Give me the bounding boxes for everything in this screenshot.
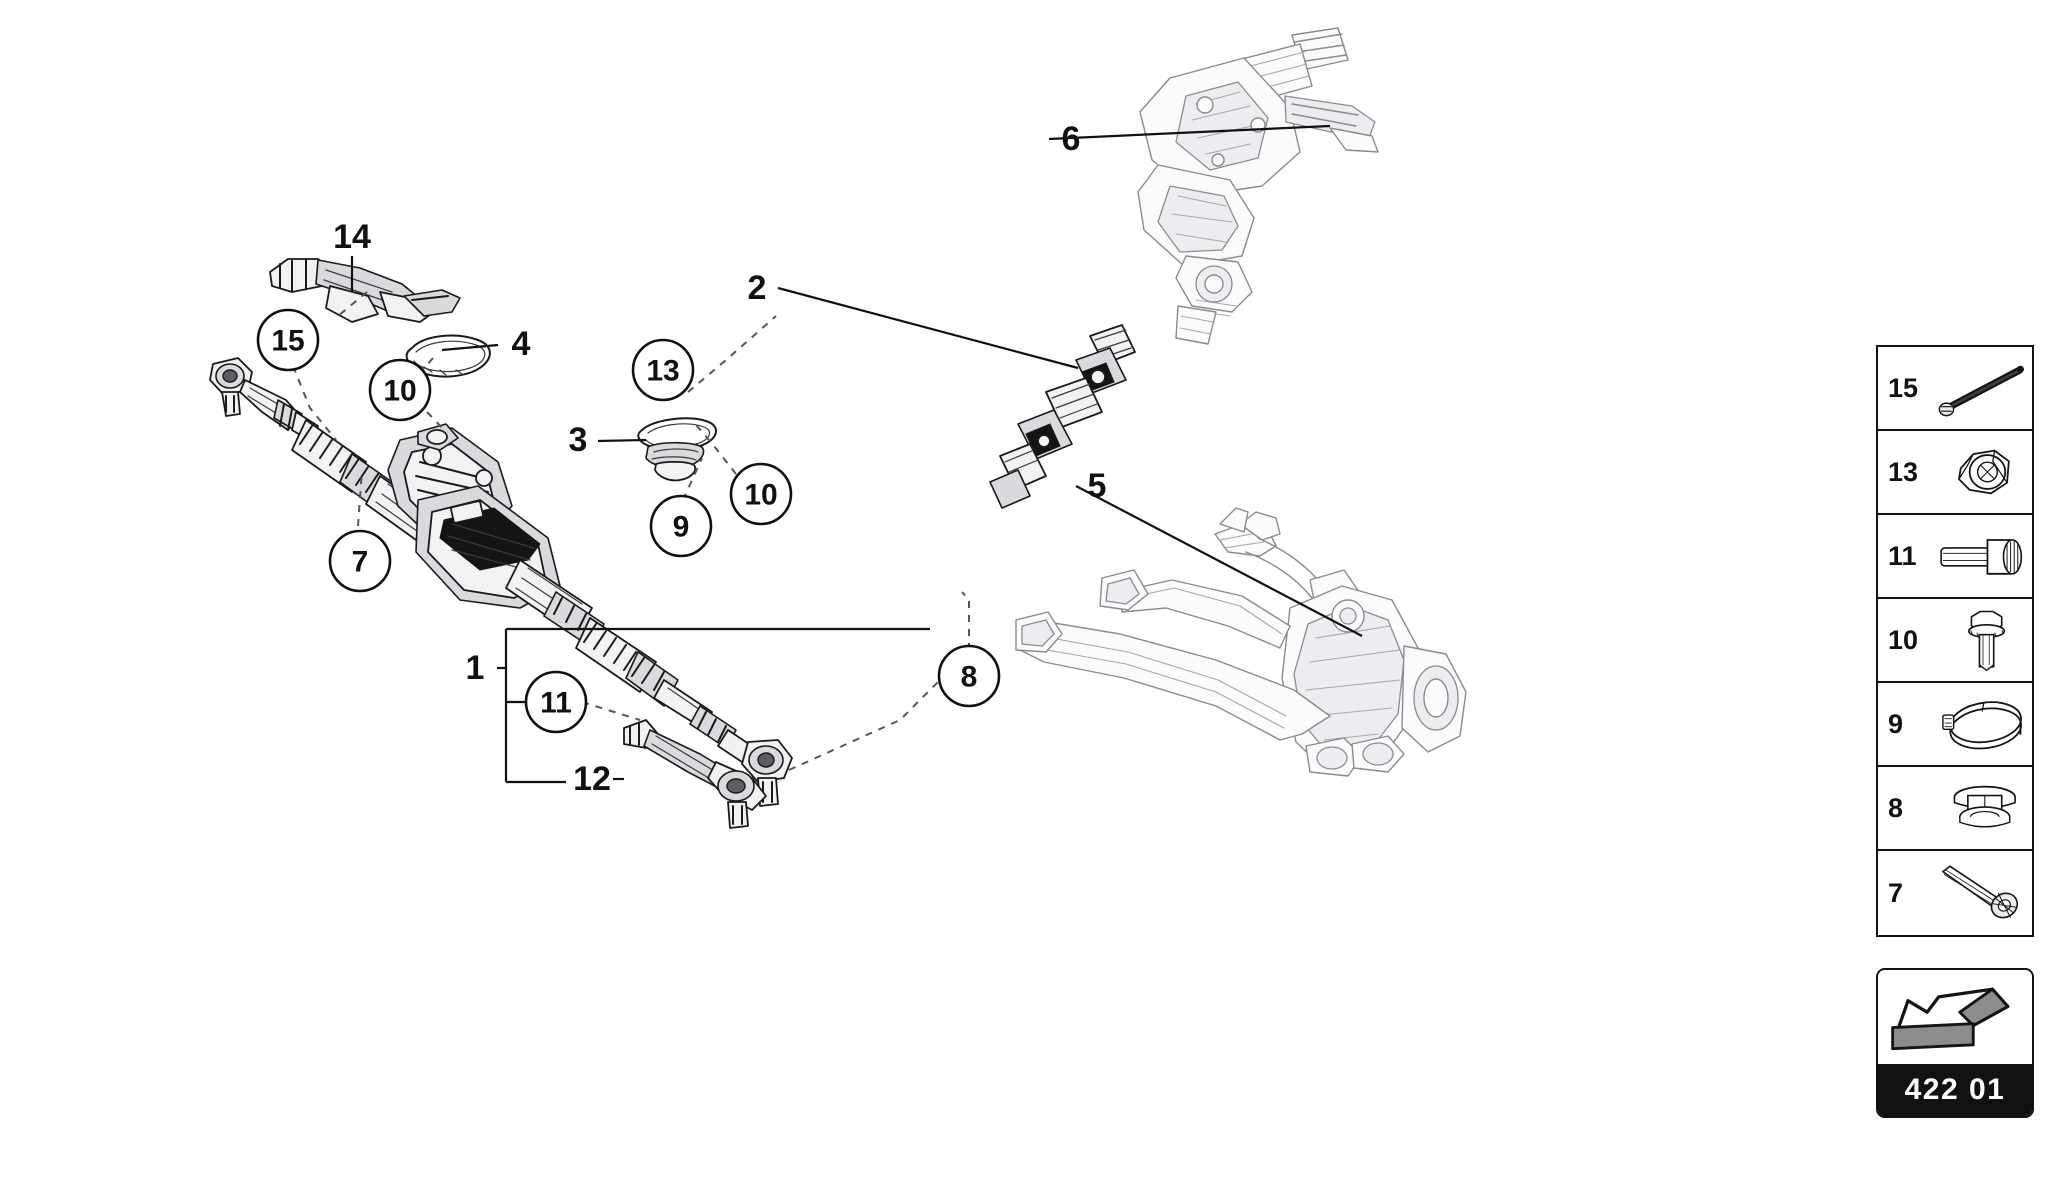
svg-text:10: 10 — [383, 375, 416, 408]
callout-1: 1 — [466, 649, 485, 687]
legend-row-9: 9 — [1878, 683, 2032, 767]
legend-row-10: 10 — [1878, 599, 2032, 683]
callout-6: 6 — [1062, 120, 1081, 158]
legend-number: 10 — [1888, 624, 1919, 655]
svg-text:7: 7 — [352, 546, 369, 579]
part-tie-rod-12 — [623, 719, 767, 829]
part-sealing-ring — [405, 334, 491, 378]
callout-layer: 14 4 3 2 6 5 1 12 — [256, 120, 1363, 798]
svg-text:8: 8 — [961, 661, 978, 694]
legend-row-13: 13 — [1878, 431, 2032, 515]
svg-text:10: 10 — [744, 479, 777, 512]
part-universal-joint-shaft — [989, 324, 1136, 509]
callout-4: 4 — [512, 325, 531, 363]
callout-2: 2 — [748, 269, 767, 307]
legend-icon-hose-clamp-ring — [1934, 683, 2032, 765]
legend-row-7: 7 — [1878, 851, 2032, 935]
callout-11: 13 — [631, 338, 695, 402]
legend-icon-long-splined-bolt — [1934, 851, 2032, 935]
legend-icon-flange-head-bolt — [1934, 599, 2032, 681]
callout-3: 3 — [569, 421, 588, 459]
legend-number: 15 — [1888, 372, 1919, 403]
callout-14: 14 — [333, 218, 371, 256]
part-steering-column — [1137, 27, 1379, 345]
callout-10-center: 10 — [729, 462, 793, 526]
svg-text:9: 9 — [673, 511, 690, 544]
legend-icon-socket-bolt — [1934, 515, 2032, 597]
legend-icon-collared-flange-nut — [1934, 767, 2032, 849]
legend-number: 11 — [1888, 540, 1917, 571]
diagram-code-badge: 422 01 — [1876, 968, 2034, 1118]
callout-15: 15 — [256, 308, 320, 372]
legend-row-8: 8 — [1878, 767, 2032, 851]
legend-row-11: 11 — [1878, 515, 2032, 599]
legend-number: 13 — [1888, 456, 1919, 487]
callout-12: 12 — [573, 760, 611, 798]
callout-9: 9 — [649, 494, 713, 558]
svg-text:11: 11 — [540, 687, 572, 720]
svg-text:13: 13 — [646, 355, 679, 388]
part-steering-rack-assembly — [209, 357, 793, 807]
legend-number: 8 — [1888, 792, 1904, 823]
callout-5: 5 — [1088, 467, 1107, 505]
part-mounting-bracket — [269, 258, 461, 323]
part-suspension-knuckle-assembly — [1015, 507, 1467, 777]
legend-number: 7 — [1888, 877, 1904, 908]
callout-13: 11 — [524, 670, 588, 734]
callout-7: 7 — [328, 529, 392, 593]
steering-rack-pictogram-icon — [1878, 970, 2032, 1064]
parts-legend-panel: 15 13 — [1876, 345, 2034, 937]
legend-icon-hex-collar-nut — [1934, 431, 2032, 513]
svg-text:15: 15 — [271, 325, 304, 358]
callout-8: 8 — [937, 644, 1001, 708]
legend-row-15: 15 — [1878, 347, 2032, 431]
legend-number: 9 — [1888, 708, 1904, 739]
callout-10-left: 10 — [368, 358, 432, 422]
badge-code-label: 422 01 — [1878, 1064, 2032, 1116]
part-boot-shield — [637, 417, 717, 482]
legend-icon-long-black-stud — [1934, 347, 2032, 429]
